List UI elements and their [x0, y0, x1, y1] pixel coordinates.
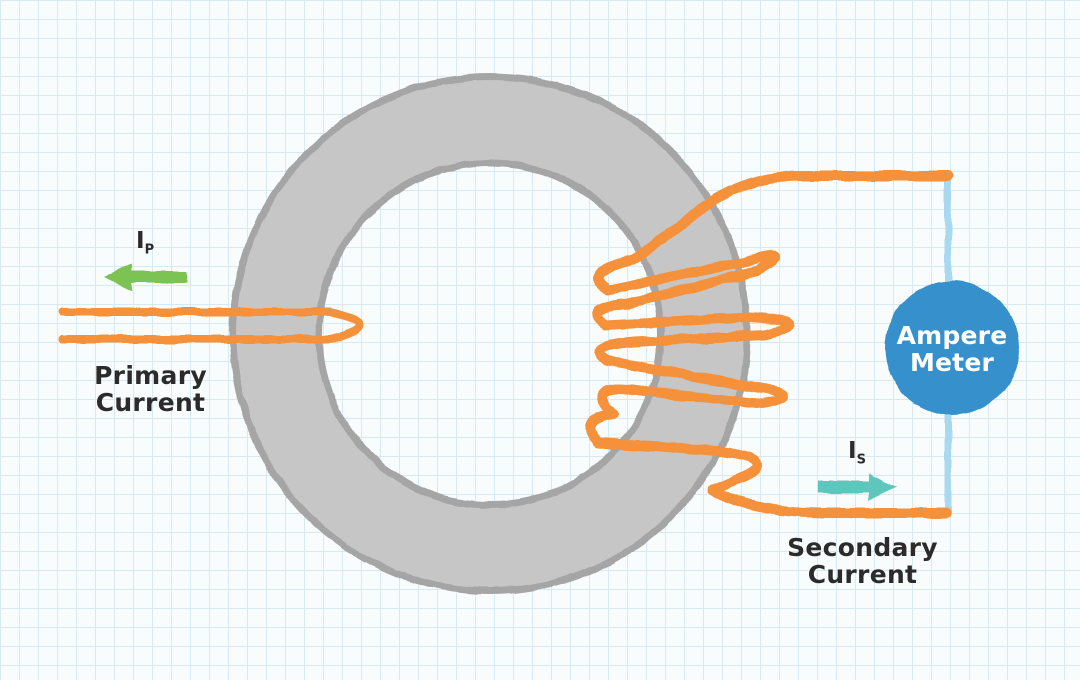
secondary-current-arrow-icon [818, 473, 896, 501]
primary-caption-line2: Current [95, 388, 206, 417]
secondary-caption-line1: Secondary [787, 533, 938, 562]
toroid-core [233, 77, 747, 591]
secondary-coil [585, 171, 953, 518]
secondary-current-caption: Secondary Current [780, 534, 945, 588]
toroid-inner-edge [315, 159, 665, 509]
secondary-caption-line2: Current [807, 560, 918, 589]
ampere-meter-label: Ampere Meter [872, 322, 1032, 376]
secondary-current-symbol: IS [848, 438, 866, 474]
primary-caption-line1: Primary [94, 361, 207, 390]
meter-label-line2: Meter [909, 348, 995, 377]
secondary-symbol-sub: S [856, 452, 866, 468]
primary-symbol-main: I [136, 228, 145, 254]
primary-current-arrow-icon [104, 263, 187, 291]
primary-current-caption: Primary Current [68, 362, 233, 416]
primary-wire [58, 308, 364, 343]
secondary-symbol-main: I [848, 438, 857, 464]
ampere-meter-body [885, 281, 1019, 415]
primary-current-symbol: IP [136, 228, 154, 264]
meter-label-line1: Ampere [896, 321, 1008, 350]
primary-symbol-sub: P [144, 242, 155, 258]
